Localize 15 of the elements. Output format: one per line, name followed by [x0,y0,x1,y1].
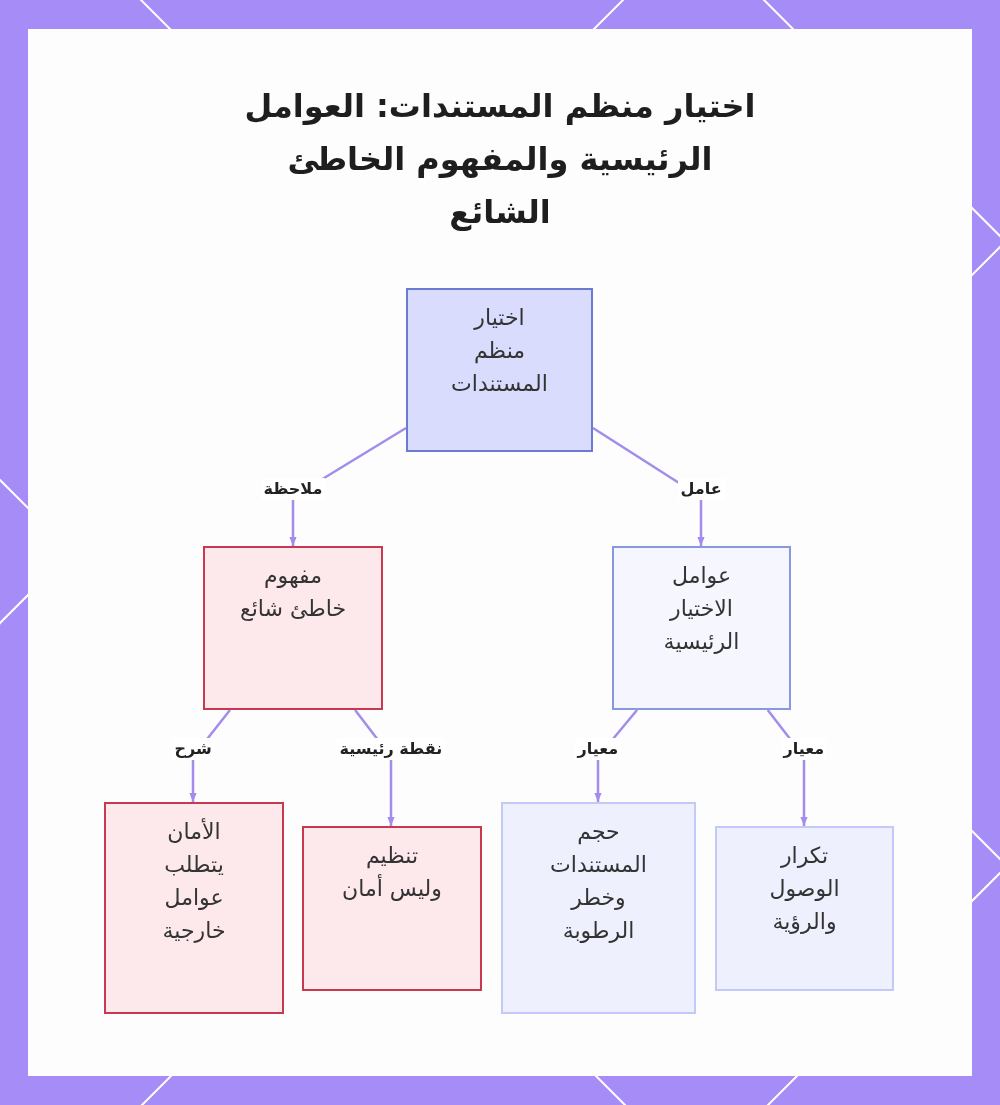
node-label: مفهوم خاطئ شائع [238,562,348,623]
node-label: تنظيم وليس أمان [341,842,443,903]
node-label: اختيار منظم المستندات [450,304,549,398]
process-box [203,546,383,710]
node-label: حجم المستندات وخطر الرطوبة [549,818,648,945]
diagram-title: اختيار منظم المستندات: العوامل الرئيسية والمفهوم الخاطئ الشائع [243,86,757,233]
node-label: عوامل الاختيار الرئيسية [662,562,741,656]
process-box [612,546,791,710]
process-box [302,826,482,991]
process-box [501,802,696,1014]
process-box [104,802,284,1014]
node-label: الأمان يتطلب عوامل خارجية [161,817,227,945]
process-box [715,826,894,991]
process-box [406,288,593,452]
node-label: تكرار الوصول والرؤية [768,842,841,936]
